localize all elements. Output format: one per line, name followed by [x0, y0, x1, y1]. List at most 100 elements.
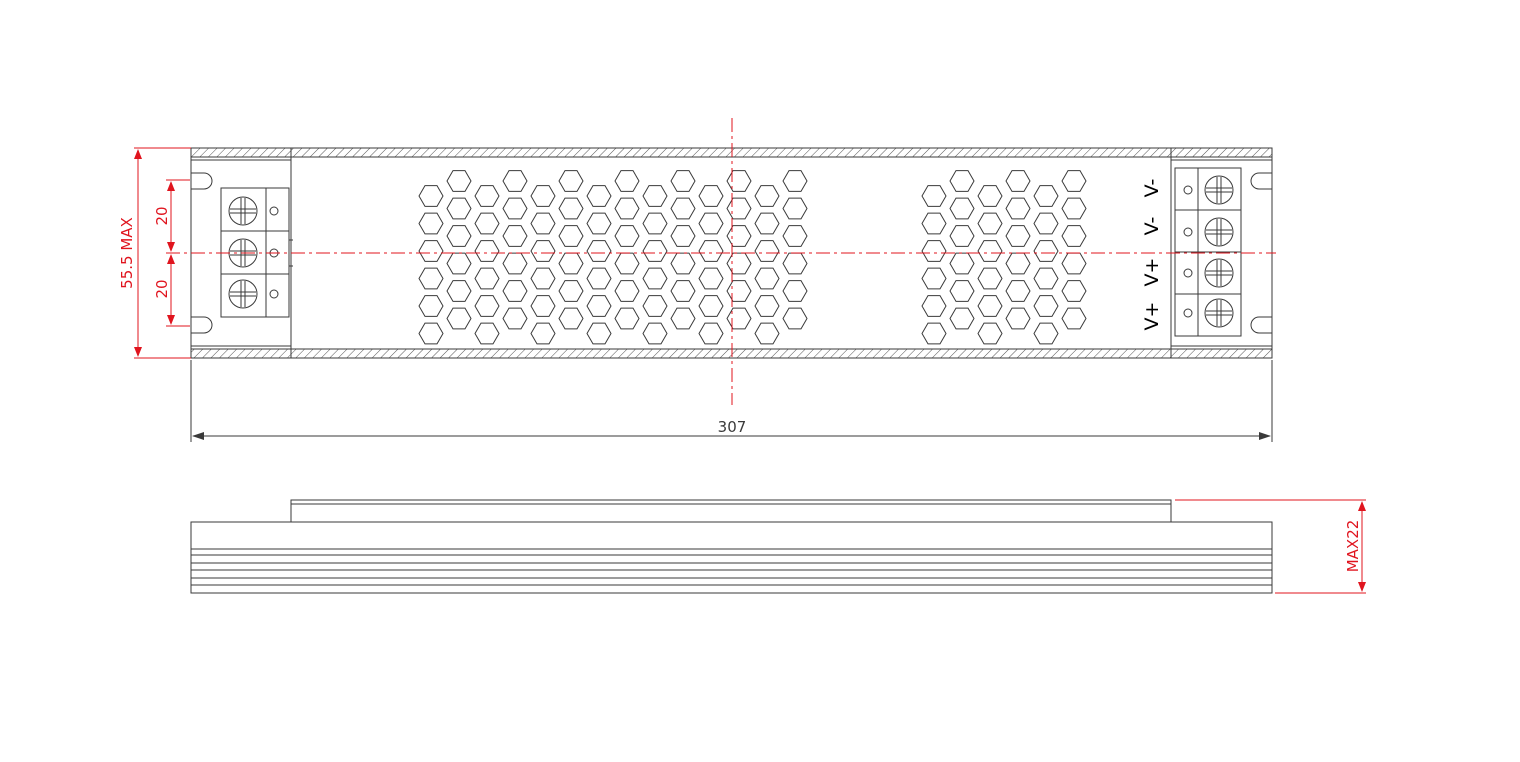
vent-hole	[614, 252, 640, 275]
vent-hole	[530, 212, 556, 235]
pitch-dimension-text-bottom: 20	[153, 279, 171, 298]
vent-hole	[1033, 185, 1059, 207]
vent-hole	[586, 322, 612, 345]
vent-hole	[977, 185, 1003, 207]
vent-hole	[670, 252, 696, 275]
terminal-screw-icon	[228, 279, 258, 309]
vent-hole	[418, 295, 444, 317]
vent-hole	[698, 212, 724, 235]
vent-hole	[642, 267, 668, 290]
vent-hole	[558, 225, 584, 247]
terminal-hole	[1183, 308, 1193, 318]
vent-hole	[418, 267, 444, 290]
vent-hole	[726, 280, 752, 302]
vent-hole	[977, 322, 1003, 345]
vent-hole	[1005, 225, 1031, 247]
vent-hole	[1005, 280, 1031, 302]
vent-hole	[949, 252, 975, 275]
terminal-hole	[269, 206, 279, 216]
terminal-label-v-plus-2: V+	[1141, 302, 1163, 331]
vent-hole	[418, 322, 444, 345]
terminal-pitch-dimension	[166, 179, 190, 327]
vent-hole	[1033, 240, 1059, 262]
vent-hole	[949, 280, 975, 302]
vent-hole-array-right	[921, 170, 1087, 345]
vent-hole	[502, 225, 528, 247]
mounting-slot	[1250, 316, 1272, 334]
terminal-hole	[269, 289, 279, 299]
vent-hole	[949, 197, 975, 220]
vent-hole	[642, 295, 668, 317]
vent-hole	[921, 212, 947, 235]
vent-hole	[642, 322, 668, 345]
vent-hole	[726, 197, 752, 220]
vent-hole	[921, 267, 947, 290]
terminal-hole	[1183, 227, 1193, 237]
vent-hole	[446, 307, 472, 330]
vent-hole-array-left	[418, 170, 808, 345]
vent-hole	[586, 267, 612, 290]
thickness-dimension	[1175, 499, 1366, 594]
vent-hole	[754, 240, 780, 262]
vent-hole	[446, 225, 472, 247]
vent-hole	[1033, 295, 1059, 317]
vent-hole	[418, 240, 444, 262]
vent-hole	[502, 252, 528, 275]
vent-hole	[921, 240, 947, 262]
terminal-labels: V- V- V+ V+	[1141, 179, 1163, 331]
vent-hole	[446, 197, 472, 220]
terminal-screw-icon	[1204, 298, 1234, 328]
vent-hole	[1061, 280, 1087, 302]
vent-hole	[977, 240, 1003, 262]
height-dimension-text: 55.5 MAX	[118, 217, 136, 289]
mounting-slot	[1250, 172, 1272, 190]
vent-hole	[782, 225, 808, 247]
vent-hole	[1033, 267, 1059, 290]
mounting-slot	[191, 316, 213, 334]
vent-hole	[977, 212, 1003, 235]
vent-hole	[782, 252, 808, 275]
vent-hole	[1005, 170, 1031, 192]
cover-profile	[290, 499, 1172, 523]
vent-hole	[586, 240, 612, 262]
terminal-hole	[1183, 185, 1193, 195]
vent-hole	[698, 240, 724, 262]
terminal-label-v-minus-1: V-	[1141, 179, 1163, 198]
vent-hole	[614, 170, 640, 192]
terminal-screw-icon	[1204, 217, 1234, 247]
vent-hole	[977, 295, 1003, 317]
vent-hole	[921, 295, 947, 317]
vent-hole	[446, 280, 472, 302]
vent-hole	[782, 197, 808, 220]
terminal-label-v-plus-1: V+	[1141, 258, 1163, 287]
vent-hole	[474, 240, 500, 262]
vent-hole	[530, 185, 556, 207]
vent-hole	[614, 307, 640, 330]
vent-hole	[754, 185, 780, 207]
base-profile	[190, 521, 1273, 594]
vent-hole	[614, 197, 640, 220]
terminal-screw-icon	[228, 196, 258, 226]
vent-hole	[949, 225, 975, 247]
vent-hole	[474, 322, 500, 345]
thickness-dimension-text: MAX22	[1344, 520, 1362, 573]
vent-hole	[558, 280, 584, 302]
vent-hole	[670, 307, 696, 330]
vent-hole	[614, 280, 640, 302]
vent-hole	[726, 307, 752, 330]
vent-hole	[558, 307, 584, 330]
vent-hole	[698, 295, 724, 317]
vent-hole	[530, 322, 556, 345]
vent-hole	[977, 267, 1003, 290]
vent-hole	[698, 267, 724, 290]
vent-hole	[586, 295, 612, 317]
vent-hole	[502, 307, 528, 330]
vent-hole	[642, 240, 668, 262]
vent-hole	[1005, 197, 1031, 220]
pitch-dimension-text-top: 20	[153, 206, 171, 225]
vent-hole	[782, 307, 808, 330]
vent-hole	[1005, 307, 1031, 330]
vent-hole	[558, 197, 584, 220]
vent-hole	[1061, 225, 1087, 247]
